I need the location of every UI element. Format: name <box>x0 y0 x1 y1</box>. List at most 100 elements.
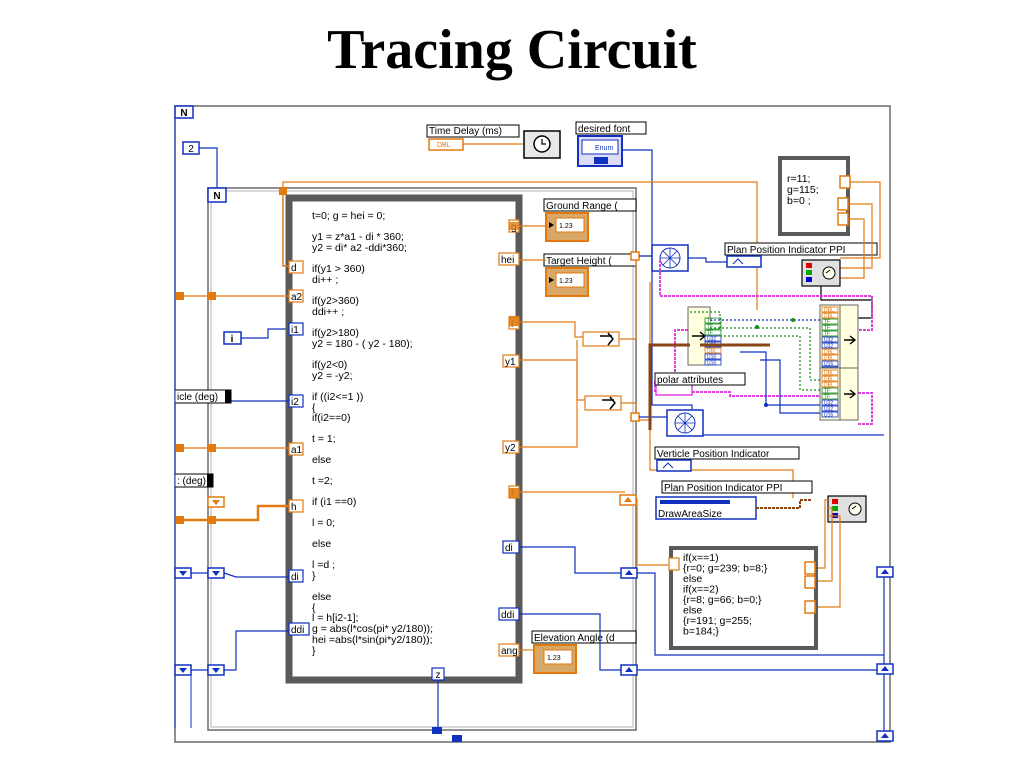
formula-input-d: d <box>291 263 297 274</box>
cluster-field: DBL <box>824 314 834 320</box>
code-line: y2 = 180 - ( y2 - 180); <box>312 338 413 350</box>
draw-area-size-label: DrawAreaSize <box>658 509 722 520</box>
formula-input-a1: a1 <box>291 445 303 456</box>
svg-text:1.23: 1.23 <box>559 278 573 285</box>
code-line: g = abs(l*cos(pi* y2/180)); <box>312 623 433 635</box>
cluster-bundler-a: TFTFTFU32U32DBLU16U16DBLDBLTFTFTFU32U32D… <box>687 304 859 376</box>
formula-output-hei: hei <box>501 255 514 266</box>
formula-output-ang: ang <box>501 646 518 657</box>
svg-text:DBL: DBL <box>437 142 451 149</box>
formula-output-ddi: ddi <box>501 610 514 621</box>
time-delay-label-box <box>426 124 520 138</box>
bundle-nodes <box>582 331 622 411</box>
iteration-terminal-label: i <box>231 334 234 345</box>
code-line: else <box>312 454 331 466</box>
ppi-property-node <box>630 244 689 272</box>
code-line: { <box>312 402 316 414</box>
outer-loop-counter <box>174 105 194 119</box>
cluster-field: TF <box>707 319 713 325</box>
color-formula-2-line: else <box>683 605 702 617</box>
code-line: l =d ; <box>312 559 335 571</box>
cluster-field: DBL <box>824 350 834 356</box>
cluster-field: DBL <box>707 349 717 355</box>
color-formula-2-line: if(x==1) <box>683 552 719 564</box>
formula-node <box>285 194 523 684</box>
formula-code: t=0; g = hei = 0;y1 = z*a1 - di * 360;y2… <box>312 210 433 657</box>
formula-input-a2: a2 <box>291 292 303 303</box>
color-formula-2-line: if(x==2) <box>683 584 719 596</box>
code-line: t=0; g = hei = 0; <box>312 210 385 222</box>
code-line: if (i1 ==0) <box>312 496 356 508</box>
code-line: y1 = z*a1 - di * 360; <box>312 231 404 243</box>
cluster-field: U32 <box>824 344 833 350</box>
code-line: if(y2>180) <box>312 327 359 339</box>
color-formula-1-line: b=0 ; <box>787 195 811 207</box>
slide-title: Tracing Circuit <box>327 19 697 81</box>
cluster-field: U16 <box>824 362 833 368</box>
code-line: else <box>312 538 331 550</box>
cluster-field: TF <box>824 332 830 338</box>
count-constant-value: 2 <box>188 144 194 155</box>
formula-input-i1: i1 <box>291 325 299 336</box>
formula-outputs: gheily1y2tdiddiang <box>498 219 520 657</box>
time-delay-label: Time Delay (ms) <box>429 126 502 137</box>
cluster-field: DBL <box>824 377 834 383</box>
cluster-field: DBL <box>824 383 834 389</box>
verticle-position-label: Verticle Position Indicator <box>657 449 770 460</box>
formula-output-y1: y1 <box>505 357 516 368</box>
inner-loop-counter-label: N <box>213 191 220 202</box>
code-line: t = 1; <box>312 433 336 445</box>
left-control-1-label: icle (deg) <box>177 392 218 403</box>
code-line: y2 = -y2; <box>312 370 353 382</box>
code-line: if(y2<0) <box>312 359 347 371</box>
code-line: else <box>312 591 331 603</box>
cluster-field: TF <box>824 395 830 401</box>
svg-text:Enum: Enum <box>595 145 613 152</box>
inner-loop-frame <box>207 187 637 731</box>
color-formula-2-line: {r=191; g=255; <box>683 615 752 627</box>
cluster-field: U32 <box>824 338 833 344</box>
code-line: y2 = di* a2 -ddi*360; <box>312 242 407 254</box>
formula-input-ddi: ddi <box>291 625 304 636</box>
code-line: di++ ; <box>312 274 338 286</box>
left-wires: icle (deg) : (deg) <box>174 118 290 728</box>
cluster-field: U32 <box>824 401 833 407</box>
cluster-field: DBL <box>824 308 834 314</box>
cluster-field: DBL <box>824 371 834 377</box>
target-height-label: Target Height ( <box>546 256 612 267</box>
color-formula-2-line: b=184;} <box>683 626 719 638</box>
cluster-field: U32 <box>824 407 833 413</box>
code-line: if(y1 > 360) <box>312 263 365 275</box>
cluster-field: TF <box>824 326 830 332</box>
z-terminal-label: z <box>436 670 441 681</box>
cluster-field: TF <box>824 320 830 326</box>
svg-text:1.23: 1.23 <box>547 655 561 662</box>
cluster-field: U16 <box>707 361 716 367</box>
color-formula-1-line: g=115; <box>787 184 819 196</box>
cluster-field: TF <box>824 389 830 395</box>
color-formula-2-line: {r=8; g=66; b=0;} <box>683 594 762 606</box>
verticle-property-node <box>630 409 704 437</box>
color-formula-2-line: {r=0; g=239; b=8;} <box>683 563 768 575</box>
desired-font-label: desired font <box>578 124 630 135</box>
ppi-bottom-label: Plan Position Indicator PPI <box>664 483 782 494</box>
formula-input-i2: i2 <box>291 397 299 408</box>
ppi-top-ref <box>726 255 762 268</box>
polar-attributes-label: polar attributes <box>657 375 723 386</box>
code-line: hei =abs(l*sin(pi*y2/180)); <box>312 634 433 646</box>
code-line: } <box>312 645 316 657</box>
code-line: t =2; <box>312 475 333 487</box>
cluster-field: U16 <box>707 355 716 361</box>
code-line: { <box>312 602 316 614</box>
ppi-top-label: Plan Position Indicator PPI <box>727 245 845 256</box>
code-line: l = h[i2-1]; <box>312 612 358 624</box>
code-line: if ((i2<=1 )) <box>312 391 363 403</box>
cluster-field: U16 <box>824 413 833 419</box>
formula-input-di: di <box>291 572 299 583</box>
cluster-field: TF <box>707 331 713 337</box>
code-line: ddi++ ; <box>312 306 344 318</box>
rgb-to-color-2 <box>827 495 867 523</box>
